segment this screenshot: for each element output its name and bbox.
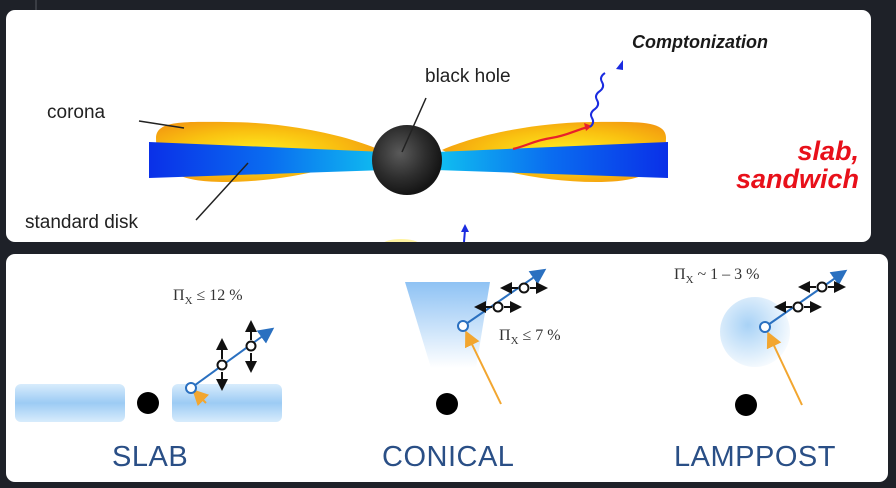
- lamppost-seed-arrow: [766, 331, 803, 406]
- slab-title: SLAB: [112, 441, 189, 473]
- pol-value: ≤ 7 %: [518, 327, 561, 344]
- geometry-highlight-label: slab, sandwich: [736, 137, 859, 193]
- pol-value: ≤ 12 %: [192, 287, 243, 304]
- slab-seed-arrow: [192, 389, 210, 407]
- conical-polarization-label: ΠX ≤ 7 %: [499, 327, 561, 347]
- corona-geometries-diagram: [13, 268, 885, 422]
- lamppost-title: LAMPPOST: [674, 441, 836, 473]
- standard-disk-left: [149, 142, 386, 178]
- lamppost-polarization-label: ΠX ~ 1 – 3 %: [674, 266, 760, 286]
- black-hole-pointer: [401, 97, 427, 153]
- seed-photon-path: [512, 125, 589, 151]
- conical-black-hole: [436, 393, 458, 415]
- pol-symbol: Π: [499, 327, 511, 344]
- window-divider: [35, 0, 37, 10]
- comptonized-photon-arrowhead: [616, 60, 623, 70]
- pol-symbol: Π: [173, 287, 185, 304]
- conical-polarization-vector-1: [474, 301, 522, 313]
- lamppost-scatter-point: [759, 321, 771, 333]
- corona-label: corona: [47, 102, 106, 123]
- pol-subscript: X: [184, 295, 193, 308]
- slab-scatter-point: [185, 382, 197, 394]
- slab-black-hole: [137, 392, 159, 414]
- lamppost-polarization-vector-1: [774, 301, 822, 313]
- corona-geometries-card: ΠX ≤ 12 % ΠX ≤ 7 % ΠX ~ 1 – 3 % SLAB CON…: [6, 254, 888, 482]
- black-hole: [372, 125, 442, 195]
- conical-geometry: [312, 268, 583, 415]
- comptonized-photon-path: [589, 72, 606, 128]
- slab-polarization-vector-2: [245, 320, 257, 373]
- pol-symbol: Π: [674, 266, 686, 283]
- lamppost-geometry: [611, 269, 885, 416]
- corona-slab-diagram: [138, 60, 668, 242]
- geometry-line-1: slab,: [797, 136, 859, 166]
- conical-scatter-point: [457, 320, 469, 332]
- cropped-corona-glow: [384, 239, 418, 242]
- disk-pointer: [195, 162, 249, 221]
- cropped-blue-arrowhead: [461, 224, 469, 232]
- standard-disk-right: [436, 142, 668, 178]
- pol-subscript: X: [510, 335, 519, 348]
- geometry-line-2: sandwich: [735, 164, 859, 194]
- slab-geometry: [13, 320, 284, 422]
- conical-polarized-ray: [462, 268, 547, 327]
- conical-polarization-vector-2: [500, 282, 548, 294]
- pol-subscript: X: [685, 274, 694, 287]
- comptonization-label: Comptonization: [632, 32, 768, 52]
- slab-polarization-vector-1: [216, 338, 228, 391]
- lamppost-corona: [720, 297, 790, 367]
- lamppost-black-hole: [735, 394, 757, 416]
- pol-value: ~ 1 – 3 %: [693, 266, 760, 283]
- standard-disk-label: standard disk: [25, 212, 139, 233]
- corona-slab-diagram-card: corona standard disk black hole Comptoni…: [6, 10, 871, 242]
- conical-title: CONICAL: [382, 441, 515, 473]
- corona-pointer: [138, 120, 185, 129]
- lamppost-polarized-ray: [764, 269, 848, 328]
- conical-seed-arrow: [465, 330, 502, 405]
- black-hole-label: black hole: [425, 66, 511, 87]
- slab-polarization-label: ΠX ≤ 12 %: [173, 287, 243, 307]
- seed-photon-arrowhead: [584, 123, 592, 131]
- slab-polarized-ray: [190, 327, 275, 389]
- lamppost-polarization-vector-2: [798, 281, 846, 293]
